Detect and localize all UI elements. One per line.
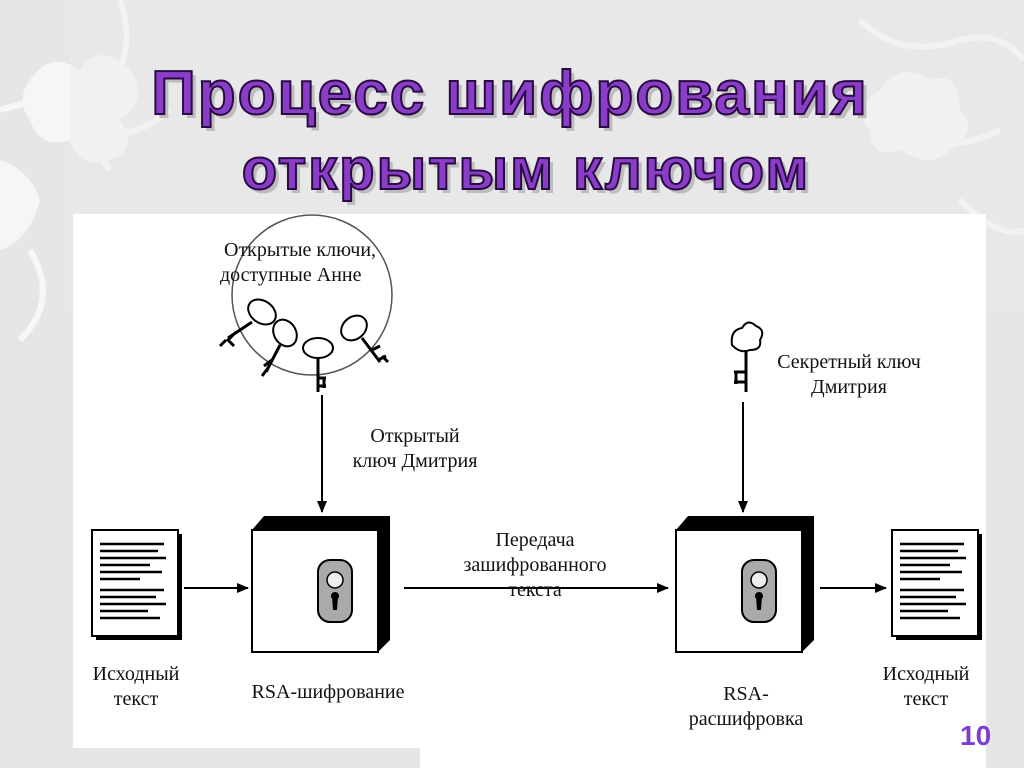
secret-key-label: Секретный ключ Дмитрия [752,350,946,400]
transfer-label: Передача зашифрованного текста [430,528,640,603]
document-icon-right [891,529,982,640]
diagram-panel-bottom [420,744,986,768]
public-key-label: Открытый ключ Дмитрия [330,424,500,474]
key-ring-icon [231,214,393,376]
transfer-label-line3: текста [508,579,562,601]
slide-title-line1: Процесс шифрования [150,58,869,129]
source-text-left-line1: Исходный [92,663,180,685]
source-text-left-label: Исходный текст [72,662,200,712]
key-icon [340,314,390,364]
decrypt-label: RSA- расшифровка [656,682,836,732]
document-icon-left [91,529,182,640]
lock-icon [741,559,777,623]
secret-key-label-line1: Секретный ключ [777,351,921,373]
lock-icon [317,559,353,623]
transfer-label-line2: зашифрованного [463,554,607,576]
secret-key-icon [730,321,764,392]
key-icon [260,318,298,377]
secret-key-label-line2: Дмитрия [811,376,887,398]
key-icon [218,298,277,348]
source-text-right-line2: текст [903,688,949,710]
public-key-label-line2: ключ Дмитрия [352,450,478,472]
source-text-right-label: Исходный текст [862,662,990,712]
encrypt-box-icon [251,516,390,653]
key-icon [302,337,334,392]
diagram-panel [73,214,986,748]
decrypt-box-icon [675,516,814,653]
decrypt-label-line1: RSA- [723,683,769,705]
public-key-label-line1: Открытый [370,425,460,447]
source-text-left-line2: текст [113,688,159,710]
transfer-label-line1: Передача [495,529,575,551]
public-keys-label: Открытые ключи, доступные Анне [220,238,376,288]
public-keys-label-line2: доступные Анне [220,264,362,286]
page-number: 10 [960,720,992,751]
decrypt-label-line2: расшифровка [688,708,804,730]
slide-title-line2: открытым ключом [241,136,811,203]
source-text-right-line1: Исходный [882,663,970,685]
encrypt-label: RSA-шифрование [251,681,405,703]
public-keys-label-line1: Открытые ключи, [224,239,377,261]
